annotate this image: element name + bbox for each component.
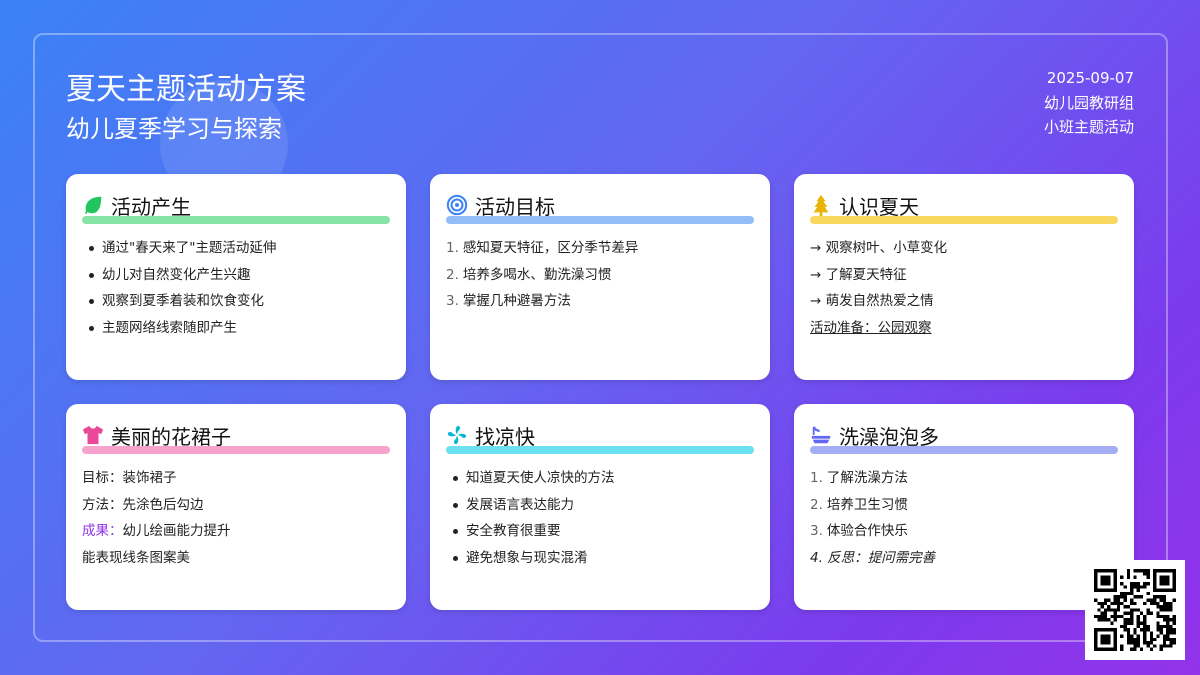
list-item: 2.培养卫生习惯 [810,492,1118,519]
item-text: 了解洗澡方法 [826,470,908,486]
card-flower-skirt: 美丽的花裙子 目标：装饰裙子 方法：先涂色后勾边 成果：幼儿绘画能力提升 能表现… [66,404,406,610]
list-item: 通过"春天来了"主题活动延伸 [82,235,390,262]
list-item: 观察到夏季着装和饮食变化 [82,288,390,315]
card-title: 活动产生 [111,194,191,219]
item-text: 感知夏天特征，区分季节差异 [462,240,639,256]
header-meta: 2025-09-07 幼儿园教研组 小班主题活动 [1044,66,1134,140]
list-item: → 萌发自然热爱之情 [810,293,934,309]
shirt-icon [82,425,104,445]
target-icon [446,194,468,216]
list-item: 1.感知夏天特征，区分季节差异 [446,235,754,262]
title-underline [446,216,754,224]
item-text: 掌握几种避暑方法 [462,293,571,309]
item-text: 装饰裙子 [122,470,177,486]
fan-icon [447,425,467,445]
list-item: 知道夏天使人凉快的方法 [446,465,754,492]
card-find-cool: 找凉快 知道夏天使人凉快的方法 发展语言表达能力 安全教育很重要 避免想象与现实… [430,404,770,610]
page-title: 夏天主题活动方案 [66,72,306,107]
title-underline [810,216,1118,224]
title-underline [446,446,754,454]
item-number: 2. [446,266,459,283]
item-text: 体验合作快乐 [826,523,908,539]
list-item: 安全教育很重要 [446,518,754,545]
title-underline [82,446,390,454]
item-number: 1. [446,240,459,256]
item-text: 幼儿绘画能力提升 [122,523,231,539]
item-number: 2. [810,496,823,513]
list-item: 3.掌握几种避暑方法 [446,288,754,315]
list-item: 能表现线条图案美 [82,545,390,572]
qr-code[interactable] [1085,560,1185,660]
list-item: 避免想象与现实混淆 [446,545,754,572]
item-text: 培养多喝水、勤洗澡习惯 [462,266,612,283]
item-text: 培养卫生习惯 [826,496,908,513]
item-label: 方法： [82,496,123,513]
item-number: 3. [446,293,459,309]
item-text: 先涂色后勾边 [122,496,204,513]
list-item: 幼儿对自然变化产生兴趣 [82,262,390,289]
list-item: 目标：装饰裙子 [82,465,390,492]
list-item: 主题网络线索随即产生 [82,315,390,342]
card-title: 美丽的花裙子 [111,424,231,449]
preparation-note: 活动准备：公园观察 [810,319,932,336]
category: 小班主题活动 [1043,118,1134,136]
slide-frame [33,33,1168,642]
list-item: 2.培养多喝水、勤洗澡习惯 [446,262,754,289]
page-subtitle: 幼儿夏季学习与探索 [66,115,282,143]
item-number: 1. [810,470,823,486]
title-underline [82,216,390,224]
title-underline [810,446,1118,454]
list-item: 成果：幼儿绘画能力提升 [82,518,390,545]
organization: 幼儿园教研组 [1043,93,1134,112]
list-item: 发展语言表达能力 [446,492,754,519]
item-text: 能表现线条图案美 [82,549,190,566]
leaf-icon [84,196,102,215]
tree-icon [813,194,829,216]
list-item: 1.了解洗澡方法 [810,465,1118,492]
date: 2025-09-07 [1046,69,1134,87]
list-item: 3.体验合作快乐 [810,518,1118,545]
item-label: 目标： [82,470,123,486]
card-title: 活动目标 [475,194,555,219]
list-item: → 观察树叶、小草变化 [810,240,948,256]
card-activity-goals: 活动目标 1.感知夏天特征，区分季节差异 2.培养多喝水、勤洗澡习惯 3.掌握几… [430,174,770,380]
reflection-note: 4. 反思：提问需完善 [810,549,936,566]
item-number: 3. [810,523,823,539]
card-know-summer: 认识夏天 → 观察树叶、小草变化 → 了解夏天特征 → 萌发自然热爱之情 活动准… [794,174,1134,380]
list-item: 方法：先涂色后勾边 [82,492,390,519]
card-title: 洗澡泡泡多 [839,424,939,449]
card-bath-bubbles: 洗澡泡泡多 1.了解洗澡方法 2.培养卫生习惯 3.体验合作快乐 4. 反思：提… [794,404,1134,610]
card-title: 找凉快 [475,424,535,449]
bathtub-icon [811,426,831,444]
list-item: → 了解夏天特征 [810,266,907,283]
card-activity-origin: 活动产生 通过"春天来了"主题活动延伸 幼儿对自然变化产生兴趣 观察到夏季着装和… [66,174,406,380]
card-title: 认识夏天 [839,194,919,219]
result-label: 成果： [82,523,123,539]
